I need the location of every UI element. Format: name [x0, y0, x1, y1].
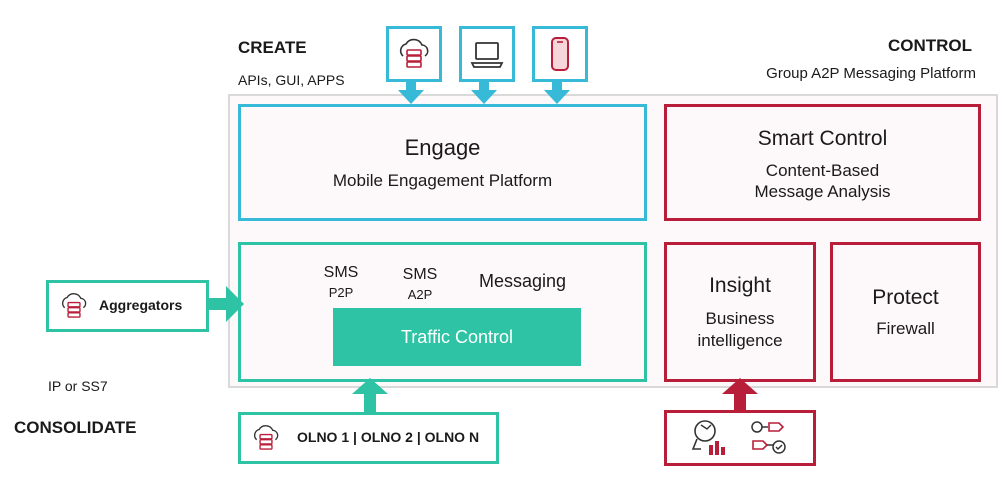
messaging-label: Messaging [479, 271, 567, 291]
smart-control-title: Smart Control [757, 127, 888, 150]
create-arrows [398, 80, 570, 104]
create-subtitle: APIs, GUI, APPS [238, 72, 345, 88]
sms-p2p-sub: P2P [328, 285, 354, 300]
insight-box: Insight Business intelligence [664, 242, 816, 382]
cloud-server-icon [399, 38, 429, 68]
insight-line2: intelligence [697, 331, 783, 350]
aggregators-label: Aggregators [99, 297, 183, 313]
insight-arrow [722, 378, 758, 412]
cloud-server-channel [386, 26, 442, 82]
insight-line1: Business [705, 309, 775, 328]
protect-subtitle: Firewall [876, 319, 935, 338]
olno-label: OLNO 1 | OLNO 2 | OLNO N [297, 429, 480, 445]
engage-box: Engage Mobile Engagement Platform [238, 104, 647, 221]
laptop-icon [470, 42, 504, 68]
mobile-phone-icon [551, 37, 569, 71]
analytics-icon [691, 420, 725, 455]
control-title: CONTROL [887, 36, 972, 55]
sms-a2p-title: SMS [402, 266, 438, 283]
laptop-channel [459, 26, 515, 82]
insight-title: Insight [709, 274, 771, 297]
cloud-server-icon [254, 425, 279, 450]
cloud-server-icon [62, 293, 87, 318]
smart-control-box: Smart Control Content-Based Message Anal… [664, 104, 981, 221]
protect-box: Protect Firewall [830, 242, 981, 382]
olno-arrow [352, 378, 388, 412]
aggregators-arrow [206, 286, 244, 322]
ip-ss7-note: IP or SS7 [48, 378, 108, 394]
security-flow-icon [751, 421, 786, 454]
analytics-box [664, 410, 816, 466]
create-title: CREATE [238, 38, 307, 57]
smart-control-line2: Message Analysis [754, 182, 891, 201]
traffic-control-bar: Traffic Control [333, 308, 581, 366]
sms-a2p-sub: A2P [407, 287, 433, 302]
mobile-channel [532, 26, 588, 82]
control-subtitle: Group A2P Messaging Platform [766, 65, 976, 82]
engage-title: Engage [404, 135, 481, 160]
smart-control-line1: Content-Based [765, 161, 880, 180]
protect-title: Protect [872, 286, 939, 309]
engage-subtitle: Mobile Engagement Platform [332, 171, 553, 190]
olno-box: OLNO 1 | OLNO 2 | OLNO N [238, 412, 499, 464]
aggregators-box: Aggregators [46, 280, 209, 332]
sms-p2p-title: SMS [323, 264, 359, 281]
consolidate-title: CONSOLIDATE [14, 418, 137, 437]
